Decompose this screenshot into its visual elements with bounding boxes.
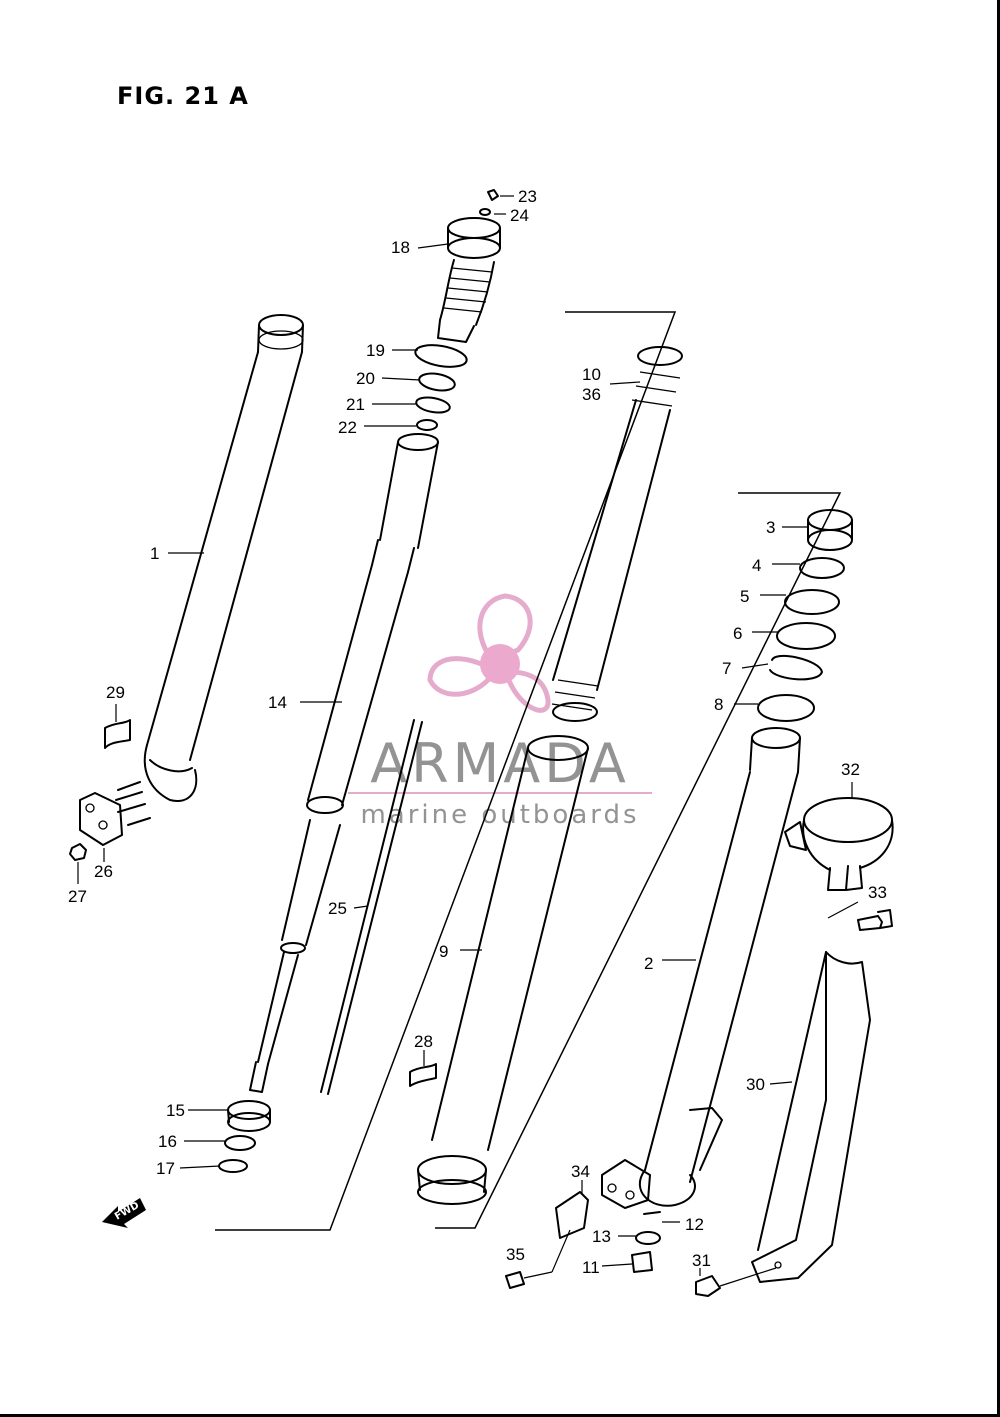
inner-tube [417, 735, 589, 1205]
callout-35: 35 [506, 1245, 525, 1264]
drain-bolt-11 [631, 1251, 653, 1273]
callout-31: 31 [692, 1251, 711, 1270]
callout-15: 15 [166, 1101, 185, 1120]
bolt-31 [695, 1275, 721, 1297]
washer-17 [218, 1159, 248, 1173]
callout-19: 19 [366, 341, 385, 360]
watermark-tagline: marine outboards [360, 800, 639, 830]
fork-guard-clamp [784, 797, 894, 891]
callout-27: 27 [68, 887, 87, 906]
callout-12: 12 [685, 1215, 704, 1234]
fork-spring [551, 346, 683, 722]
callout-36: 36 [582, 385, 601, 404]
callout-3: 3 [766, 518, 775, 537]
seal-set [757, 509, 853, 722]
callout-13: 13 [592, 1227, 611, 1246]
washer-13 [635, 1231, 661, 1245]
washer-22 [416, 419, 438, 431]
label-sticker-28 [409, 1063, 437, 1087]
o-ring-19 [414, 344, 468, 368]
callout-14: 14 [268, 693, 287, 712]
callout-8: 8 [714, 695, 723, 714]
gasket-12 [643, 1211, 661, 1215]
callout-6: 6 [733, 624, 742, 643]
inner-tube-group-box [215, 311, 677, 1231]
callout-7: 7 [722, 659, 731, 678]
callout-22: 22 [338, 418, 357, 437]
washer-16 [224, 1135, 256, 1151]
damper-rod [249, 433, 439, 1093]
label-sticker-29 [104, 719, 131, 749]
outer-tube-left [143, 314, 304, 802]
callout-16: 16 [158, 1132, 177, 1151]
callout-labels: 1 2 3 4 5 6 7 8 9 10 36 11 12 13 14 15 1… [68, 187, 887, 1277]
callout-10: 10 [582, 365, 601, 384]
callout-26: 26 [94, 862, 113, 881]
bolt-33 [857, 909, 893, 931]
fork-cap-assembly [437, 189, 501, 343]
callout-30: 30 [746, 1075, 765, 1094]
spacer-20 [418, 372, 456, 392]
bracket-34 [555, 1191, 589, 1239]
callout-17: 17 [156, 1159, 175, 1178]
propeller-logo-icon [427, 593, 551, 713]
callout-21: 21 [346, 395, 365, 414]
callout-25: 25 [328, 899, 347, 918]
callout-1: 1 [150, 544, 159, 563]
callout-33: 33 [868, 883, 887, 902]
callout-29: 29 [106, 683, 125, 702]
axle-holder-left [69, 781, 151, 861]
outer-tube-right [601, 727, 801, 1209]
forward-arrow-icon: FWD [102, 1198, 146, 1228]
screw-35 [505, 1271, 525, 1289]
callout-20: 20 [356, 369, 375, 388]
callout-32: 32 [841, 760, 860, 779]
callout-28: 28 [414, 1032, 433, 1051]
callout-2: 2 [644, 954, 653, 973]
callout-9: 9 [439, 942, 448, 961]
ring-21 [415, 396, 451, 414]
callout-34: 34 [571, 1162, 590, 1181]
callout-24: 24 [510, 206, 529, 225]
leader-lines [77, 195, 859, 1276]
callout-18: 18 [391, 238, 410, 257]
callout-23: 23 [518, 187, 537, 206]
watermark: ARMADA marine outboards [348, 593, 652, 830]
right-leg-group-box [435, 492, 842, 1229]
fork-guard [751, 951, 871, 1283]
callout-4: 4 [752, 556, 761, 575]
figure-title: FIG. 21 A [117, 82, 249, 110]
callout-5: 5 [740, 587, 749, 606]
callout-11: 11 [582, 1258, 600, 1277]
